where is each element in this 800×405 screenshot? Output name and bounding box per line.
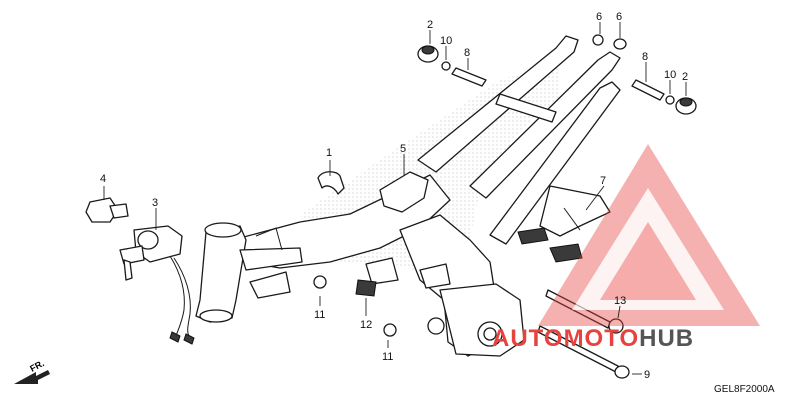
- callout-4: 4: [100, 173, 106, 185]
- nut-left: [441, 61, 451, 71]
- bolt-left: [451, 67, 487, 87]
- collar: [355, 279, 377, 297]
- callout-3: 3: [152, 197, 158, 209]
- diagram-code: GEL8F2000A: [714, 384, 775, 395]
- callout-11b: 11: [382, 351, 393, 363]
- callout-12: 12: [360, 319, 372, 331]
- callout-11a: 11: [314, 309, 325, 321]
- front-arrow: FR.: [14, 358, 50, 384]
- callout-6a: 6: [596, 11, 602, 23]
- watermark-hub: HUB: [639, 325, 694, 352]
- watermark-auto: AUTO: [492, 325, 564, 352]
- watermark-text: AUTOMOTOHUB: [492, 325, 694, 352]
- callout-8a: 8: [464, 47, 470, 59]
- callout-7: 7: [600, 175, 606, 187]
- callout-10a: 10: [440, 35, 452, 47]
- callout-9: 9: [644, 369, 650, 381]
- ignition-switch: [119, 225, 195, 345]
- cap-nut-b: [613, 38, 627, 50]
- callout-2a: 2: [427, 19, 433, 31]
- flange-nut-a: [313, 275, 327, 289]
- watermark-logo: [538, 144, 760, 326]
- callout-1: 1: [326, 147, 332, 159]
- nut-right: [665, 95, 675, 105]
- watermark-moto: MOTO: [564, 325, 640, 352]
- callout-6b: 6: [616, 11, 622, 23]
- callout-13: 13: [614, 295, 626, 307]
- svg-text:AUTOMOTOHUB: AUTOMOTOHUB: [492, 325, 694, 352]
- rubber-mount-left: [417, 45, 439, 63]
- rubber-mount-right: [675, 97, 697, 115]
- steering-head: [195, 222, 303, 323]
- callout-10b: 10: [664, 69, 676, 81]
- callouts: 1 2 2 3 4 5 6 6 7 8 8 9 10 10 11 11 12 1…: [100, 11, 688, 381]
- frame-body: [239, 35, 621, 357]
- pivot-bolt: [537, 325, 630, 379]
- callout-8b: 8: [642, 51, 648, 63]
- side-bracket: [517, 185, 611, 263]
- direction-label: FR.: [28, 358, 45, 374]
- wire-clip: [317, 171, 345, 195]
- flange-nut-b: [383, 323, 397, 337]
- leader-lines: [103, 22, 687, 375]
- callout-5: 5: [400, 143, 406, 155]
- bolt-right: [631, 79, 665, 101]
- cap-nut-a: [592, 34, 604, 46]
- callout-2b: 2: [682, 71, 688, 83]
- switch-cap: [85, 197, 129, 223]
